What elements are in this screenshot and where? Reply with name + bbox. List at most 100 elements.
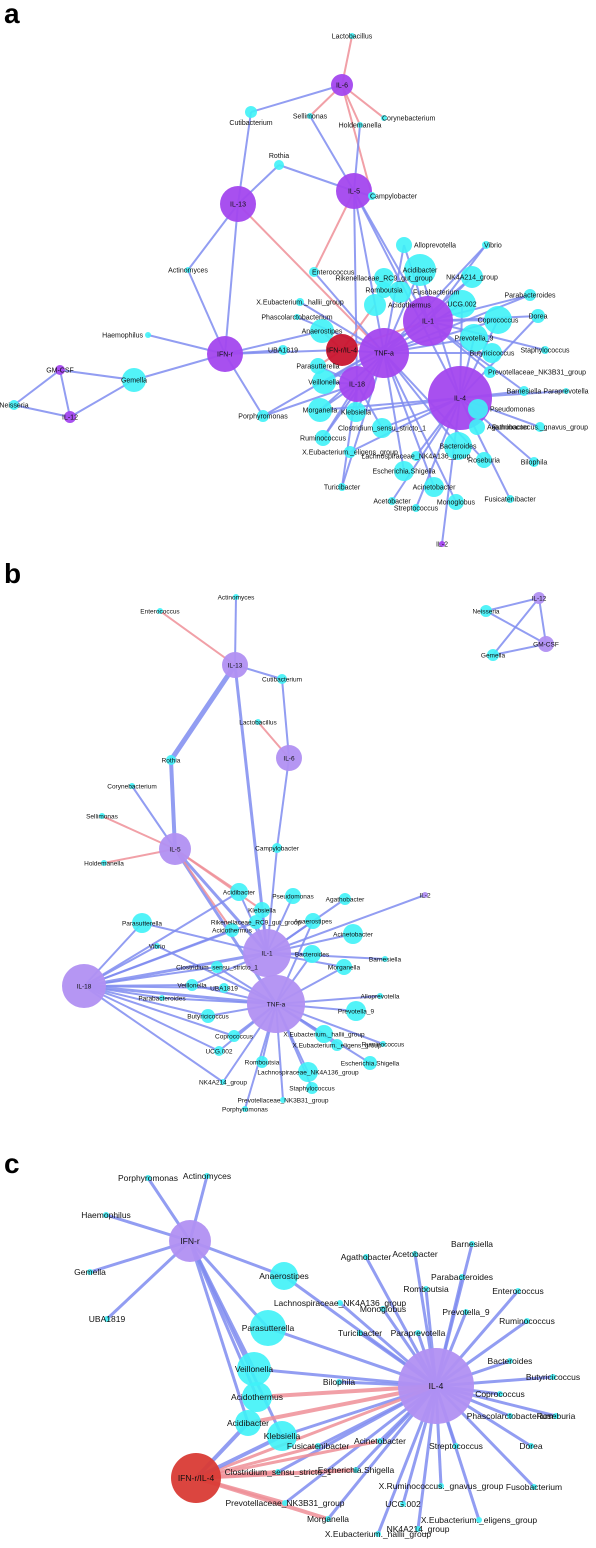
- node-label-rikenellaceae-rc9-gut-group: Rikenellaceae_RC9_gut_group: [335, 275, 432, 282]
- node-label-turicibacter: Turicibacter: [338, 1328, 382, 1338]
- node-label-acidothermus: Acidothermus: [388, 302, 431, 309]
- node-clostridium-sensu-stricto-1: [211, 961, 223, 973]
- node-label-klebsiella: Klebsiella: [248, 907, 276, 914]
- panel-label-c: c: [4, 1148, 20, 1179]
- node-label-il-2: IL-2: [419, 892, 431, 899]
- node-monoglobus: [448, 494, 464, 510]
- node-parasutterella: [132, 913, 152, 933]
- edge-il-12-gemella: [69, 379, 135, 418]
- node-label-barnesiella: Barnesiella: [507, 388, 542, 395]
- node-morganella: [325, 1516, 331, 1522]
- node-paraprevotella: [563, 388, 569, 394]
- node-label-parabacteroides: Parabacteroides: [505, 292, 556, 299]
- node-label-lachnospiraceae-nk4a136-group: Lachnospiraceae_NK4A136_group: [274, 1298, 407, 1308]
- node-label-gm-csf: GM-CSF: [533, 641, 559, 648]
- node-label-acetobacter: Acetobacter: [373, 498, 411, 505]
- node-label-x-eubacterium-eligens-group: X.Eubacterium._eligens_group: [293, 1042, 382, 1049]
- node-ruminococcus: [380, 1041, 386, 1047]
- node-il-1: [243, 929, 291, 977]
- node-campylobacter: [272, 843, 282, 853]
- node-label-dorea: Dorea: [519, 1441, 542, 1451]
- node-romboutsia: [423, 1286, 429, 1292]
- node-neisseria: [480, 605, 492, 617]
- edge-il-13-ifn-r: [224, 203, 239, 355]
- node-x-ruminococcus-gnavus-group: [438, 1483, 444, 1489]
- node-uba1819: [278, 345, 288, 355]
- node-sellimonas: [307, 113, 313, 119]
- node-vibrio: [154, 943, 160, 949]
- node-label-prevotella-9: Prevotella_9: [442, 1307, 490, 1317]
- node-label-pseudomonas: Pseudomonas: [490, 406, 535, 413]
- edge-il-2-il-1: [266, 894, 426, 954]
- node-label-rikenellaceae-rc9-gut-group: Rikenellaceae_RC9_gut_group: [211, 919, 302, 926]
- panel-label-b: b: [4, 558, 22, 589]
- node-klebsiella: [267, 1421, 297, 1451]
- node-prevotella-9: [346, 1001, 366, 1021]
- node-pseudomonas: [468, 399, 488, 419]
- node-label-parabacteroides: Parabacteroides: [431, 1272, 493, 1282]
- node-label-gemella: Gemella: [481, 652, 506, 659]
- node-label-haemophilus: Haemophilus: [81, 1210, 131, 1220]
- edge-il-18-tnf-a: [83, 984, 277, 1006]
- node-label-il-2: IL-2: [436, 541, 448, 548]
- node-ruminococcus-gnavus-group: [535, 422, 545, 432]
- node-uba1819: [104, 1316, 110, 1322]
- node-il-5: [159, 833, 191, 865]
- node-il-6: [331, 74, 353, 96]
- node-label-x-ruminococcus-gnavus-group: X.Ruminococcus._gnavus_group: [379, 1481, 504, 1491]
- node-label-il-4: IL-4: [454, 395, 466, 402]
- node-label-il-4: IL-4: [429, 1381, 444, 1391]
- node-il-5: [336, 173, 372, 209]
- node-prevotellaceae-nk3b31-group: [282, 1500, 288, 1506]
- node-label-streptococcus: Streptococcus: [394, 505, 439, 512]
- node-fusicatenibacter: [506, 495, 514, 503]
- node-gemella: [87, 1269, 93, 1275]
- edge-il-18-nk4a214-group: [83, 985, 224, 1083]
- edge-tnf-a-monoglobus: [383, 352, 457, 503]
- node-label-lachnospiraceae-nk4a136-group: Lachnospiraceae_NK4A136_group: [362, 453, 471, 460]
- node-label-monoglobus: Monoglobus: [437, 499, 476, 506]
- node-haemophilus: [103, 1212, 109, 1218]
- node-label-acinetobacter: Acinetobacter: [354, 1436, 406, 1446]
- node-staphylococcus: [306, 1082, 318, 1094]
- node-paraprevotella: [415, 1330, 421, 1336]
- node-label-uba1819: UBA1819: [268, 347, 298, 354]
- node-label-ucg-002: UCG.002: [447, 301, 476, 308]
- node-vibrio: [482, 241, 490, 249]
- node-acidibacter: [404, 254, 436, 286]
- node-label-gemella: Gemella: [121, 377, 147, 384]
- node-label-vibrio: Vibrio: [149, 943, 166, 950]
- node-butyricicoccus: [550, 1374, 556, 1380]
- node-enterococcus: [309, 267, 319, 277]
- edge-gm-csf-il-12: [59, 369, 71, 418]
- node-rikenellaceae-rc9-gut-group: [249, 915, 263, 929]
- node-romboutsia: [376, 282, 392, 298]
- node-label-agathobacter: Agathobacter: [326, 896, 366, 903]
- node-x-eubacterium-eligens-group: [344, 446, 356, 458]
- node-label-anaerostipes: Anaerostipes: [302, 328, 343, 335]
- node-tnf-a: [359, 328, 409, 378]
- node-label-barnesiella: Barnesiella: [369, 956, 402, 963]
- node-streptococcus: [412, 504, 420, 512]
- node-klebsiella: [346, 402, 366, 422]
- node-ifn-r-il-4: [171, 1453, 221, 1503]
- node-label-ruminococcus: Ruminococcus: [300, 435, 346, 442]
- node-rikenellaceae-rc9-gut-group: [374, 268, 394, 288]
- node-klebsiella: [254, 902, 270, 918]
- node-label-rothia: Rothia: [269, 153, 289, 160]
- node-il-13: [220, 186, 256, 222]
- node-acinetobacter: [424, 477, 444, 497]
- node-acidothermus: [225, 923, 239, 937]
- node-label-romboutsia: Romboutsia: [403, 1284, 449, 1294]
- node-actinomyces: [233, 594, 239, 600]
- node-agathobacter: [339, 893, 351, 905]
- node-gemella: [487, 649, 499, 661]
- node-lachnospiraceae-nk4a136-group: [298, 1062, 318, 1082]
- node-label-streptococcus: Streptococcus: [429, 1441, 483, 1451]
- node-ucg-002: [400, 1501, 406, 1507]
- node-label-prevotellaceae-nk3b31-group: Prevotellaceae_NK3B31_group: [237, 1097, 328, 1104]
- node-cutibacterium: [245, 106, 257, 118]
- node-label-acidibacter: Acidibacter: [403, 267, 438, 274]
